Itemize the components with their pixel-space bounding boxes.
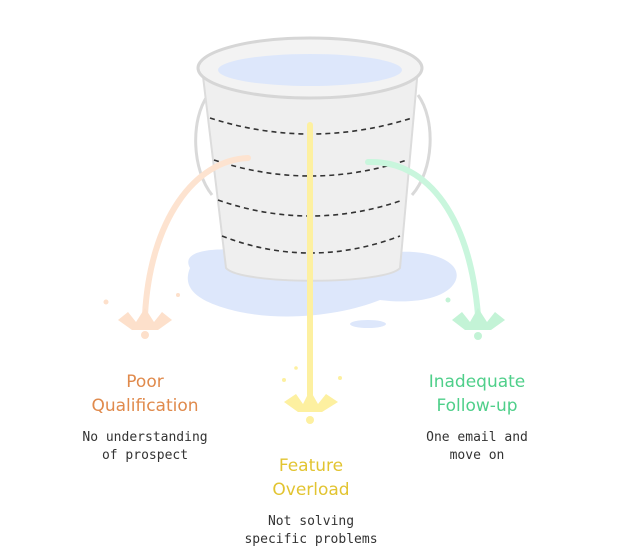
feature-overload-description: Not solving specific problems: [212, 513, 410, 549]
inadequate-follow-up-title: Inadequate Follow-up: [392, 370, 562, 418]
inadequate-follow-up-title-line2: Follow-up: [436, 396, 518, 416]
inadequate-follow-up-desc-line1: One email and: [426, 430, 528, 445]
feature-overload-title-line1: Feature: [278, 456, 344, 476]
feature-overload-title: Feature Overload: [226, 454, 396, 502]
inadequate-follow-up-description: One email and move on: [382, 429, 572, 465]
poor-qualification-title-line2: Qualification: [91, 396, 199, 416]
feature-overload-title-line2: Overload: [272, 480, 350, 500]
poor-qualification-desc-line2: of prospect: [101, 448, 189, 463]
poor-qualification-leak-stream: [103, 155, 251, 339]
inadequate-follow-up-leak-stream: [365, 158, 505, 340]
inadequate-follow-up-title-line1: Inadequate: [428, 372, 526, 392]
feature-overload-desc-line2: specific problems: [244, 532, 378, 547]
inadequate-follow-up-desc-line2: move on: [449, 448, 505, 463]
feature-overload-leak-stream: [282, 122, 342, 424]
poor-qualification-description: No understanding of prospect: [50, 429, 240, 465]
poor-qualification-title-line1: Poor: [126, 372, 164, 392]
feature-overload-desc-line1: Not solving: [267, 514, 355, 529]
poor-qualification-title: Poor Qualification: [60, 370, 230, 418]
poor-qualification-desc-line1: No understanding: [82, 430, 208, 445]
